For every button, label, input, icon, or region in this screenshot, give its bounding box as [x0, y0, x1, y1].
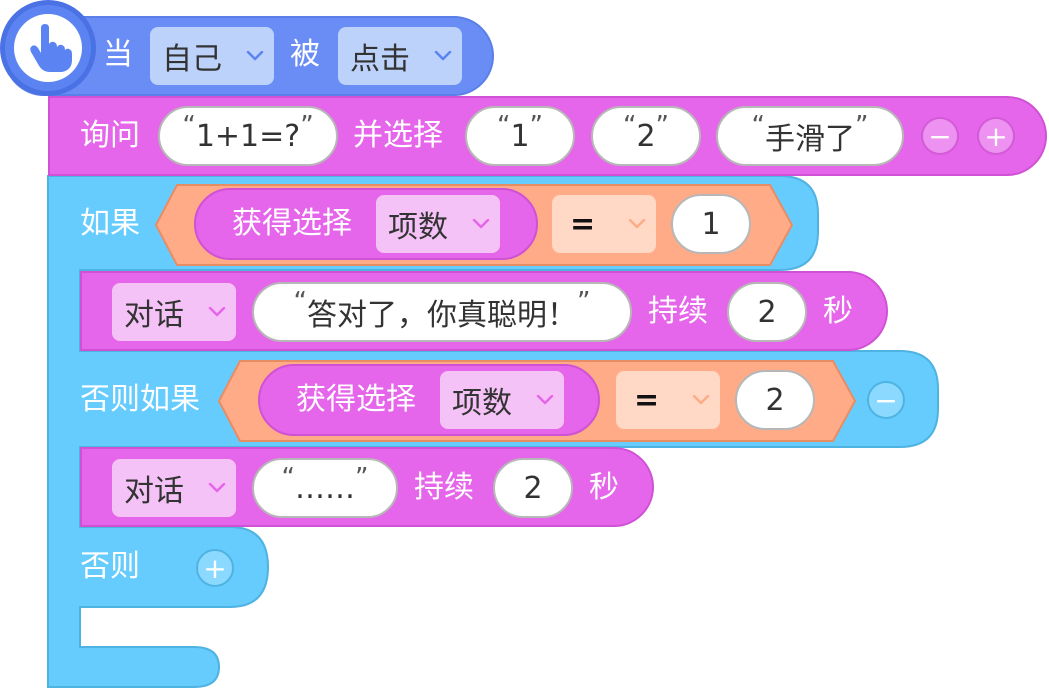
ask-label: 询问 — [80, 118, 140, 153]
event-verb-label: 被 — [290, 37, 320, 72]
event-target-value: 自己 — [162, 42, 222, 77]
option-input-3[interactable]: “ 手滑了 ” — [716, 106, 904, 166]
if-property-value: 项数 — [388, 210, 448, 245]
event-action-dropdown[interactable]: 点击 — [338, 27, 462, 85]
if-value: 1 — [701, 206, 721, 242]
else-label: 否则 — [80, 549, 140, 584]
close-quote: ” — [577, 287, 591, 317]
say-text-1: 答对了，你真聪明！ — [307, 298, 577, 333]
say-text-2: …… — [295, 470, 355, 506]
open-quote: “ — [751, 111, 765, 141]
say-for-label-2: 持续 — [414, 470, 474, 505]
say-label-2: 对话 — [124, 474, 184, 509]
question-value: 1+1=? — [195, 118, 301, 154]
chevron-down-icon — [246, 51, 264, 61]
say-seconds-input-1[interactable]: 2 — [727, 282, 807, 342]
say-seconds-input-2[interactable]: 2 — [493, 458, 573, 518]
if-operator-dropdown[interactable]: = — [552, 195, 656, 253]
say-dropdown-1[interactable]: 对话 — [112, 283, 236, 341]
if-label: 如果 — [80, 206, 140, 241]
say-seconds-2: 2 — [523, 470, 543, 506]
else-if-operator-value: = — [634, 382, 660, 418]
event-action-value: 点击 — [350, 42, 410, 77]
question-input[interactable]: “ 1+1=? ” — [158, 106, 338, 166]
if-value-input[interactable]: 1 — [671, 194, 751, 254]
chevron-down-icon — [692, 395, 710, 405]
close-quote: ” — [300, 111, 314, 141]
option-value-3: 手滑了 — [765, 122, 855, 157]
say-text-input-2[interactable]: “ …… ” — [252, 458, 398, 518]
chevron-down-icon — [434, 51, 452, 61]
minus-icon: − — [928, 119, 952, 153]
open-quote: “ — [496, 111, 511, 141]
open-quote: “ — [281, 463, 295, 493]
remove-else-if-button[interactable]: − — [867, 381, 905, 419]
close-quote: ” — [855, 111, 869, 141]
else-if-operator-dropdown[interactable]: = — [616, 371, 720, 429]
option-input-1[interactable]: “ 1 ” — [465, 106, 575, 166]
plus-icon: + — [984, 119, 1008, 153]
say-dropdown-2[interactable]: 对话 — [112, 459, 236, 517]
open-quote: “ — [182, 111, 196, 141]
option-input-2[interactable]: “ 2 ” — [591, 106, 701, 166]
close-quote: ” — [355, 463, 369, 493]
add-else-if-button[interactable]: + — [196, 549, 234, 587]
if-property-dropdown[interactable]: 项数 — [376, 195, 500, 253]
if-operator-value: = — [570, 206, 596, 242]
say-text-input-1[interactable]: “ 答对了，你真聪明！ ” — [252, 282, 632, 342]
chevron-down-icon — [472, 219, 490, 229]
minus-icon: − — [874, 383, 898, 417]
event-target-dropdown[interactable]: 自己 — [150, 27, 274, 85]
say-unit-label-1: 秒 — [823, 294, 853, 329]
event-when-label: 当 — [103, 37, 133, 72]
close-quote: ” — [529, 111, 544, 141]
remove-option-button[interactable]: − — [921, 117, 959, 155]
chevron-down-icon — [536, 395, 554, 405]
else-if-value-input[interactable]: 2 — [735, 370, 815, 430]
if-reporter-label: 获得选择 — [232, 206, 352, 241]
chevron-down-icon — [208, 307, 226, 317]
else-if-property-value: 项数 — [452, 386, 512, 421]
say-seconds-1: 2 — [757, 294, 777, 330]
say-label-1: 对话 — [124, 298, 184, 333]
hand-pointer-icon — [30, 24, 72, 72]
option-value-1: 1 — [510, 118, 530, 154]
chevron-down-icon — [208, 483, 226, 493]
choose-label: 并选择 — [353, 118, 443, 153]
else-if-reporter-label: 获得选择 — [296, 382, 416, 417]
close-quote: ” — [655, 111, 670, 141]
say-unit-label-2: 秒 — [589, 470, 619, 505]
open-quote: “ — [622, 111, 637, 141]
else-if-value: 2 — [765, 382, 785, 418]
plus-icon: + — [203, 551, 227, 585]
open-quote: “ — [293, 287, 307, 317]
else-if-property-dropdown[interactable]: 项数 — [440, 371, 564, 429]
say-for-label-1: 持续 — [648, 294, 708, 329]
chevron-down-icon — [628, 219, 646, 229]
option-value-2: 2 — [636, 118, 656, 154]
else-if-label: 否则如果 — [80, 382, 200, 417]
add-option-button[interactable]: + — [977, 117, 1015, 155]
